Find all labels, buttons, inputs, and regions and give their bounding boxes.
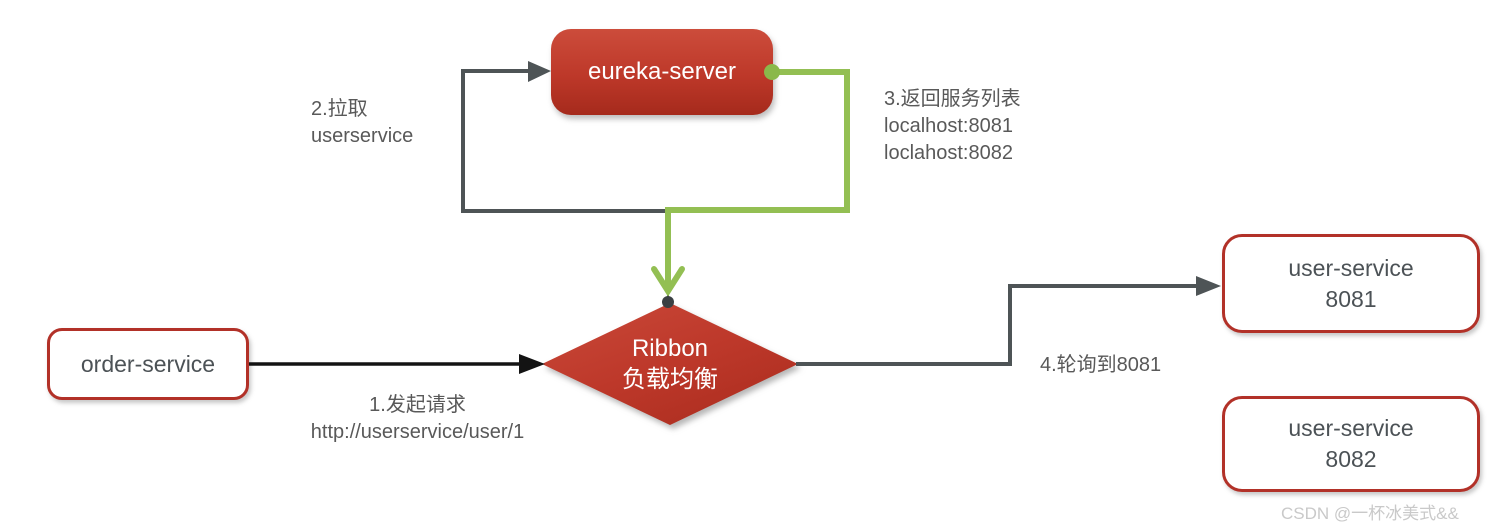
ribbon-label: Ribbon bbox=[631, 335, 709, 362]
arrow-roundrobin-head bbox=[1196, 276, 1221, 296]
arrow-pull-userservice-head bbox=[528, 61, 551, 82]
step2-line1: 2.拉取 bbox=[311, 98, 368, 120]
step4-text: 4.轮询到8081 bbox=[1040, 354, 1162, 376]
node-user-service-8081: user-service 8081 bbox=[1222, 234, 1480, 333]
node-order-service: order-service bbox=[47, 328, 249, 400]
user-service-8081-port: 8081 bbox=[1325, 285, 1377, 312]
label-step4-round-robin: 4.轮询到8081 bbox=[1040, 352, 1161, 379]
step1-line2: http://userservice/user/1 bbox=[310, 421, 525, 443]
ribbon-diamond-shape: Ribbon 负载均衡 bbox=[542, 303, 798, 425]
label-step2-pull: 2.拉取 userservice bbox=[311, 96, 413, 150]
user-service-8081-name: user-service bbox=[1288, 254, 1414, 281]
arrow-return-list-head bbox=[651, 266, 685, 297]
eureka-server-label: eureka-server bbox=[587, 58, 737, 85]
node-ribbon-diamond: Ribbon 负载均衡 bbox=[542, 303, 798, 425]
step2-line2: userservice bbox=[311, 125, 414, 147]
label-step1-request: 1.发起请求 http://userservice/user/1 bbox=[265, 392, 570, 446]
user-service-8082-name: user-service bbox=[1288, 415, 1414, 441]
csdn-watermark: CSDN @一杯冰美式&& bbox=[1281, 504, 1459, 523]
label-step3-return-list: 3.返回服务列表 localhost:8081 loclahost:8082 bbox=[884, 86, 1021, 167]
node-eureka-server: eureka-server bbox=[551, 29, 773, 115]
step3-line3: loclahost:8082 bbox=[884, 142, 1013, 164]
user-service-8082-port: 8082 bbox=[1325, 446, 1377, 472]
step3-line1: 3.返回服务列表 bbox=[884, 88, 1021, 110]
step1-line1: 1.发起请求 bbox=[369, 394, 466, 416]
order-service-label: order-service bbox=[80, 350, 216, 377]
step3-line2: localhost:8081 bbox=[884, 115, 1013, 137]
ribbon-sublabel: 负载均衡 bbox=[622, 366, 718, 393]
node-user-service-8082: user-service 8082 bbox=[1222, 396, 1480, 492]
